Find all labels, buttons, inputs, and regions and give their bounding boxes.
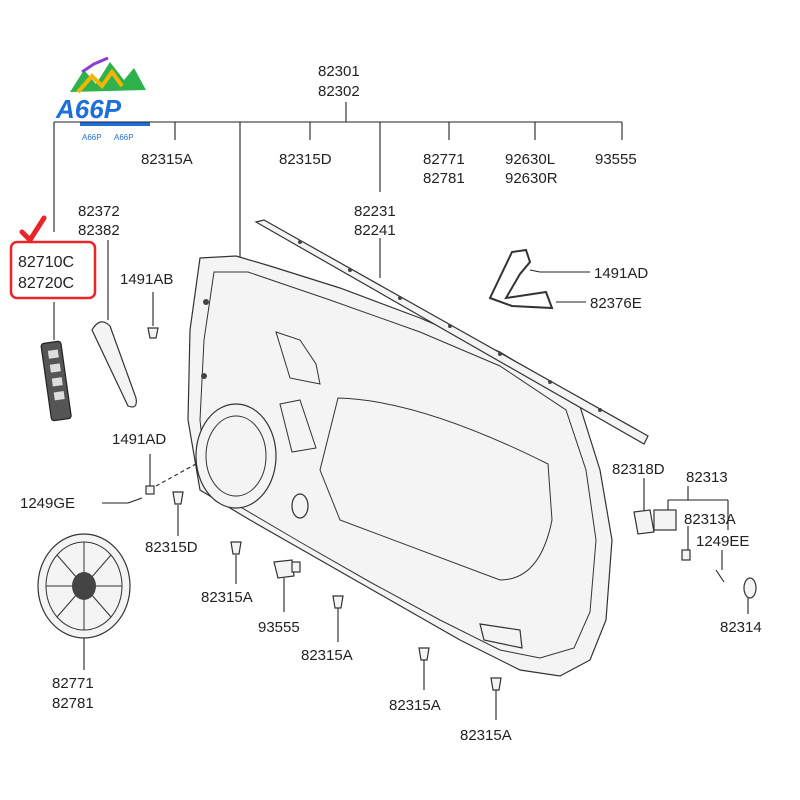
label-82315D-mid: 82315D: [145, 539, 198, 556]
speaker-grille-part: [37, 533, 131, 639]
switch-82313A-part: [653, 509, 677, 531]
label-82376E: 82376E: [590, 295, 642, 312]
label-1491AB: 1491AB: [120, 271, 173, 288]
pull-handle-bracket-part: [488, 248, 554, 310]
label-82315A-4: 82315A: [460, 727, 512, 744]
label-82318D: 82318D: [612, 461, 665, 478]
bezel-93555-part: [273, 559, 301, 579]
label-82771-top: 82771: [423, 151, 465, 168]
brand-logo: A66P A66P A66P: [55, 56, 150, 142]
label-82382: 82382: [78, 222, 120, 239]
label-82314: 82314: [720, 619, 762, 636]
cap-82314-part: [743, 577, 757, 599]
screw-1249EE-part: [715, 569, 725, 583]
label-82241: 82241: [354, 222, 396, 239]
door-trim-panel: [187, 255, 613, 677]
clip-82315A-3-part: [418, 647, 430, 661]
clip-small-part: [681, 549, 691, 561]
clip-82315D-part: [172, 491, 184, 505]
logo-text: A66P: [55, 94, 122, 124]
label-92630L: 92630L: [505, 151, 555, 168]
label-82315A-top: 82315A: [141, 151, 193, 168]
label-1249GE: 1249GE: [20, 495, 75, 512]
label-82315A-3: 82315A: [389, 697, 441, 714]
label-82231: 82231: [354, 203, 396, 220]
label-82313: 82313: [686, 469, 728, 486]
label-82301: 82301: [318, 63, 360, 80]
logo-subtext-right: A66P: [114, 133, 134, 142]
clip-82315A-2-part: [332, 595, 344, 609]
highlight-box: [9, 240, 97, 300]
label-82720C: 82720C: [18, 275, 74, 292]
switch-82318D-part: [633, 509, 655, 535]
label-82781-bot: 82781: [52, 695, 94, 712]
label-82372: 82372: [78, 203, 120, 220]
label-82315A-1: 82315A: [201, 589, 253, 606]
label-93555-bot: 93555: [258, 619, 300, 636]
screw-1249GE-part: [127, 497, 143, 504]
clip-82315A-4-part: [490, 677, 502, 691]
leader-lines: [53, 102, 749, 720]
highlight-marker: [9, 215, 97, 300]
label-1491AD-right: 1491AD: [594, 265, 648, 282]
label-82781-top: 82781: [423, 170, 465, 187]
label-82771-bot: 82771: [52, 675, 94, 692]
weatherstrip-part: [254, 219, 649, 445]
label-82710C: 82710C: [18, 254, 74, 271]
label-82315A-2: 82315A: [301, 647, 353, 664]
switch-panel-part: [40, 340, 72, 422]
label-82313A: 82313A: [684, 511, 736, 528]
label-93555-top: 93555: [595, 151, 637, 168]
label-82302: 82302: [318, 83, 360, 100]
label-1249EE: 1249EE: [696, 533, 749, 550]
clip-1491AB-part: [147, 327, 159, 339]
clip-1491AD-left-part: [145, 485, 155, 495]
label-82315D-top: 82315D: [279, 151, 332, 168]
part-number-labels: 82301 82302 82315A 82315D 82771 82781 92…: [18, 63, 762, 744]
clip-82315A-1-part: [230, 541, 242, 555]
armrest-pad-part: [91, 321, 137, 408]
label-1491AD-left: 1491AD: [112, 431, 166, 448]
label-92630R: 92630R: [505, 170, 558, 187]
logo-subtext-left: A66P: [82, 133, 102, 142]
checkmark-icon: [19, 215, 47, 243]
